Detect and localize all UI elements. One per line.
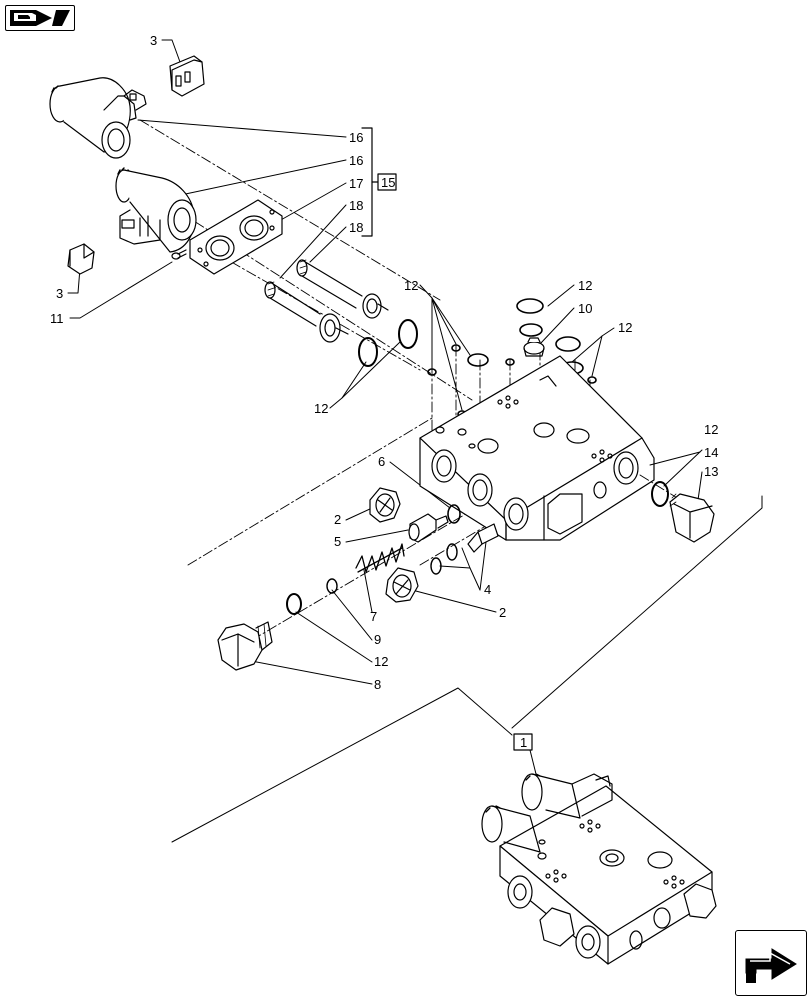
callout-17: 17 bbox=[349, 176, 363, 191]
callout-3-lower: 3 bbox=[56, 286, 63, 301]
o-rings-left-pair bbox=[358, 319, 418, 367]
plug-10 bbox=[523, 337, 545, 357]
callout-12-side-visible: 12 bbox=[704, 422, 718, 437]
callout-10: 10 bbox=[578, 301, 592, 316]
callout-12-right-group: 12 bbox=[618, 320, 632, 335]
ref-box-15-label: 15 bbox=[381, 175, 395, 190]
callout-12-group-left: 12 bbox=[404, 278, 418, 293]
assembled-valve-1 bbox=[481, 773, 717, 965]
callout-12-lower-left: 12 bbox=[314, 401, 328, 416]
spring-7 bbox=[355, 543, 405, 573]
valve-piston-5 bbox=[408, 513, 449, 543]
ref-box-1 bbox=[513, 733, 533, 751]
callout-18-lower: 18 bbox=[349, 220, 363, 235]
callout-12-lower: 12 bbox=[374, 654, 388, 669]
book-page-icon bbox=[10, 10, 70, 26]
callout-13: 13 bbox=[704, 464, 718, 479]
callout-12-top-right: 12 bbox=[578, 278, 592, 293]
callout-14: 14 bbox=[704, 445, 718, 460]
callout-16-lower: 16 bbox=[349, 153, 363, 168]
screw-11 bbox=[171, 249, 187, 260]
solenoid-coil-upper bbox=[49, 77, 147, 159]
page-nav-button[interactable] bbox=[5, 5, 75, 31]
plug-13 bbox=[651, 481, 715, 543]
ref-box-1-label: 1 bbox=[520, 735, 527, 750]
plug-2-upper bbox=[369, 487, 401, 523]
solenoid-coil-lower bbox=[115, 167, 197, 253]
callout-5: 5 bbox=[334, 534, 341, 549]
plug-2-lower bbox=[385, 567, 419, 603]
connector-cap-top bbox=[169, 55, 205, 97]
ref-box-15 bbox=[377, 173, 397, 191]
callout-8: 8 bbox=[374, 677, 381, 692]
callout-18-upper: 18 bbox=[349, 198, 363, 213]
callout-16-upper: 16 bbox=[349, 130, 363, 145]
o-ring-12-lower bbox=[286, 593, 302, 615]
callout-11: 11 bbox=[50, 311, 64, 326]
next-view-button[interactable] bbox=[735, 930, 807, 996]
callout-6: 6 bbox=[378, 454, 385, 469]
callout-2-upper: 2 bbox=[334, 512, 341, 527]
leader-lines bbox=[67, 39, 763, 843]
callout-3-top: 3 bbox=[150, 33, 157, 48]
callout-9: 9 bbox=[374, 632, 381, 647]
turn-arrow-icon bbox=[745, 948, 797, 983]
group-bracket-15 bbox=[361, 127, 381, 237]
connector-cap-lower bbox=[67, 243, 95, 275]
washer-9 bbox=[326, 578, 338, 594]
stem-and-rings-4 bbox=[430, 523, 499, 575]
plug-8 bbox=[217, 621, 273, 671]
callout-7: 7 bbox=[370, 609, 377, 624]
spool-18-upper bbox=[296, 259, 389, 319]
assembly-axes bbox=[139, 119, 701, 641]
gasket-plate-17 bbox=[189, 199, 283, 275]
callout-2-lower: 2 bbox=[499, 605, 506, 620]
o-ring-6 bbox=[447, 504, 461, 524]
valve-body-14 bbox=[419, 355, 655, 541]
callout-labels: 3 16 16 17 18 18 3 11 12 12 10 12 12 14 … bbox=[50, 33, 718, 692]
spool-18-lower bbox=[264, 281, 349, 343]
callout-4: 4 bbox=[484, 582, 491, 597]
